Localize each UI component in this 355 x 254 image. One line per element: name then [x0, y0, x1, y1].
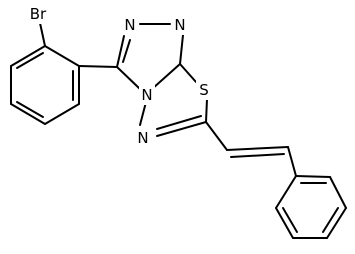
atom-labels: Br N N N N S	[25, 4, 212, 148]
triazole-nitrogen-label-1: N	[124, 16, 135, 34]
bridgehead-nitrogen-label: N	[141, 86, 152, 104]
thiadiazole-nitrogen-label: N	[137, 129, 148, 147]
triazole-nitrogen-label-2: N	[174, 16, 185, 34]
sulfur-atom-label: S	[199, 81, 209, 99]
bond-lines	[10, 22, 347, 239]
bromine-atom-label: Br	[30, 5, 47, 23]
